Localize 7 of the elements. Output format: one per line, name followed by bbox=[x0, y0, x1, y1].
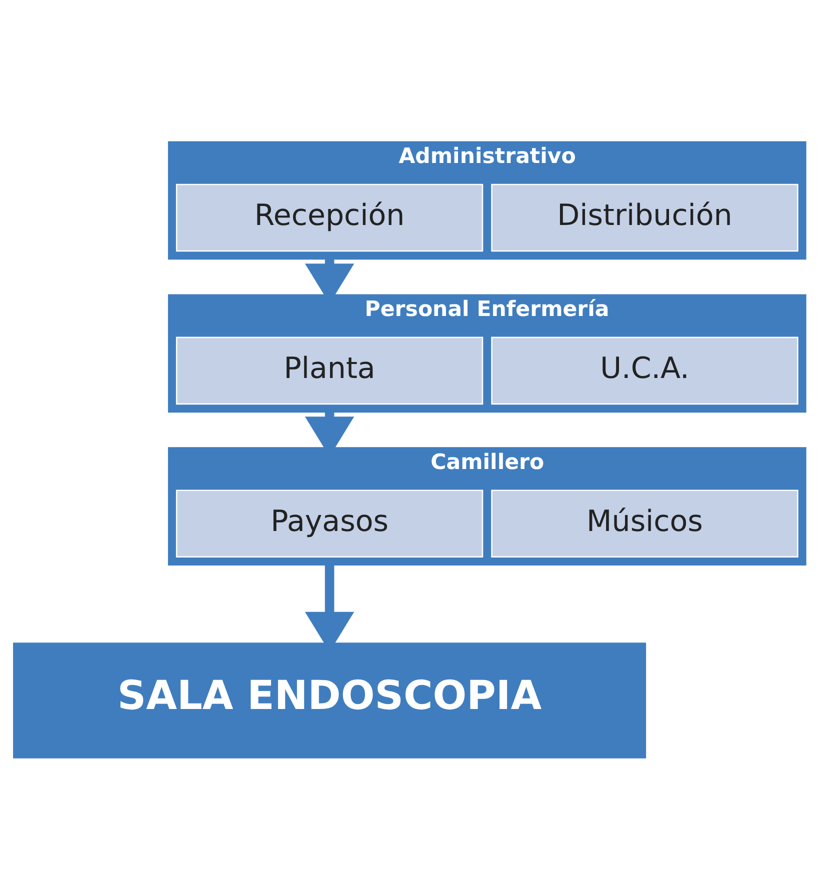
node-box: Recepción bbox=[176, 184, 484, 252]
node-box: Payasos bbox=[176, 490, 484, 558]
node-box: SALA ENDOSCOPIA bbox=[13, 642, 646, 758]
node-box: Músicos bbox=[491, 490, 798, 558]
node-box: Distribución bbox=[491, 184, 798, 252]
node-box: U.C.A. bbox=[491, 336, 798, 405]
node-box: Planta bbox=[176, 336, 484, 405]
